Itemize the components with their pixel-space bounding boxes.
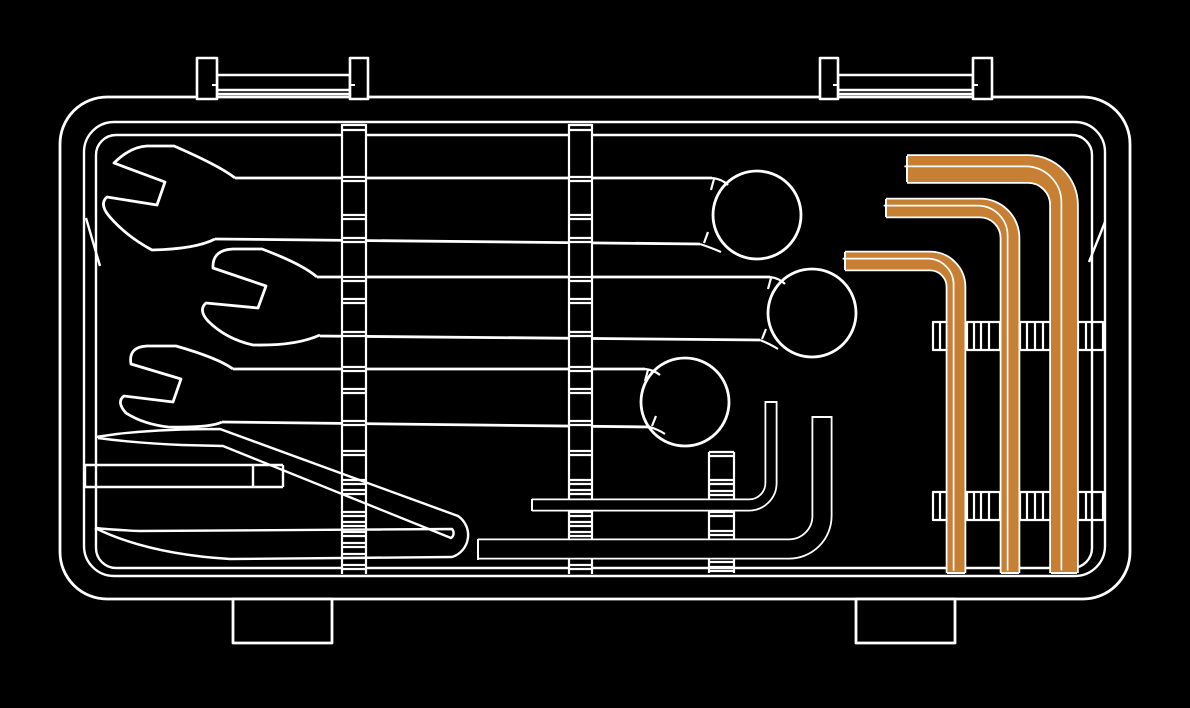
hex-key-white-small-caps	[531, 401, 778, 511]
hex-key-white-small	[531, 401, 778, 512]
latch-right	[818, 56, 994, 101]
hex-key-orange-large-caps	[906, 156, 1077, 574]
latch-right-post-a	[818, 56, 840, 101]
hex-key-white-large-core	[478, 417, 831, 558]
retainer-band	[83, 463, 285, 489]
hex-key-orange-medium-highlight	[883, 204, 1009, 571]
organizer-rail-right	[567, 123, 594, 574]
latch-right-post-b	[971, 56, 994, 101]
linework	[58, 56, 1132, 645]
organizer-rail-left-rails	[340, 124, 368, 574]
wrench-small-open-end-head	[119, 344, 234, 429]
latch-left-post-b	[348, 56, 370, 101]
wrench-large-neck	[699, 176, 729, 254]
hex-key-orange-small	[842, 250, 967, 574]
clip-upper-ribs	[938, 322, 1088, 350]
wrench-large-ring-end	[711, 169, 803, 261]
wrench-small-ring-end	[639, 356, 731, 448]
organizer-rail-left-rungs	[342, 123, 366, 571]
case-foot-right	[854, 597, 957, 645]
hex-key-orange-medium-caps	[885, 199, 1019, 574]
case-outer-shell	[58, 95, 1132, 601]
combination-wrench-large	[102, 144, 803, 261]
organizer-rail-left-body	[343, 124, 365, 574]
latch-left-post-a	[195, 56, 219, 101]
hex-key-orange-large	[904, 154, 1079, 574]
hex-key-white-large-caps	[477, 416, 833, 560]
wrench-medium-open-end-head	[201, 247, 321, 347]
hex-key-orange-small-highlight	[842, 257, 955, 571]
lug-pry-bar	[94, 427, 470, 561]
wrench-medium-shaft	[317, 275, 770, 342]
case-tray-edge	[94, 133, 1094, 570]
hex-key-orange-large-highlight	[904, 165, 1063, 571]
hex-key-white-small-core	[532, 402, 776, 510]
clip-row-lower	[931, 490, 1105, 522]
combination-wrench-medium	[201, 247, 858, 359]
case-foot-left	[231, 597, 334, 645]
wrench-large-open-end-head	[102, 144, 236, 252]
wrench-small-neck	[643, 367, 666, 435]
clip-lower-ribs	[938, 492, 1088, 520]
case-shell	[58, 95, 1132, 601]
organizer-rail-right-body	[570, 124, 592, 574]
case-lid-seam	[82, 120, 1107, 578]
hex-key-white-large	[477, 416, 833, 560]
organizer-rail-left	[340, 123, 368, 574]
wrench-large-shaft	[214, 176, 712, 246]
pry-bar-inner-edge	[94, 436, 455, 540]
tray-corner-chamfers	[84, 217, 1107, 267]
hex-key-orange-medium	[883, 197, 1021, 574]
latch-left	[195, 56, 370, 101]
pry-bar-outer-edge	[94, 427, 470, 561]
wrench-medium-neck	[759, 275, 786, 350]
hex-key-orange-small-caps	[844, 252, 965, 574]
wrench-medium-ring-end	[766, 267, 858, 359]
